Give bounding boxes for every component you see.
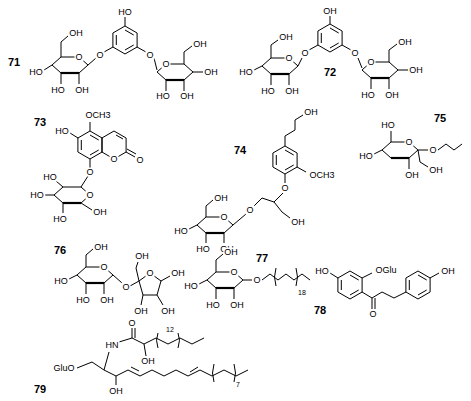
atom-label: O: [428, 146, 437, 155]
atom-label: HO: [75, 296, 91, 305]
repeat-count: 18: [297, 289, 307, 296]
atom-label: O: [109, 155, 118, 164]
atom-label: OCH3: [84, 111, 111, 120]
atom-label: OH: [203, 68, 219, 77]
atom-label: OH: [179, 92, 195, 101]
atom-label: OH: [108, 387, 124, 396]
compound-number: 78: [313, 305, 327, 316]
atom-label: OH: [428, 166, 444, 175]
compound-number: 75: [433, 113, 447, 124]
atom-label: HO: [358, 152, 374, 161]
atom-label: HO: [53, 277, 69, 286]
compound-number: 72: [323, 67, 337, 78]
compound-number: 76: [53, 245, 67, 256]
atom-label: HO: [173, 227, 189, 236]
atom-label: HO: [238, 68, 254, 77]
atom-label: O: [74, 53, 83, 62]
atom-label: HO: [42, 173, 58, 182]
atom-label: O: [252, 276, 261, 285]
atom-label: HO: [195, 245, 211, 254]
atom-label: HO: [183, 282, 199, 291]
atom-label: OH: [223, 248, 239, 257]
atom-label: HO: [205, 301, 221, 310]
atom-label: O: [85, 168, 94, 177]
atom-label: HO: [155, 92, 171, 101]
atom-label: HO: [50, 86, 66, 95]
atom-label: OH: [74, 86, 90, 95]
atom-label: OH: [404, 171, 420, 180]
atom-label: OH: [160, 307, 176, 316]
atom-label: HO: [360, 91, 376, 100]
atom-label: OH: [134, 252, 150, 261]
atom-label: OH: [397, 38, 413, 47]
atom-label: OH: [303, 108, 319, 117]
atom-label: HO: [54, 127, 70, 136]
atom-label: O: [245, 206, 254, 215]
atom-label: O: [404, 138, 413, 147]
compound-number: 73: [33, 117, 47, 128]
atom-label: HO: [314, 267, 330, 276]
atom-label: O: [121, 283, 130, 292]
atom-label: OH: [93, 243, 109, 252]
atom-label: HO: [28, 68, 44, 77]
compound-number: 77: [255, 253, 269, 264]
compound-number: 79: [33, 384, 47, 395]
atom-label: OH: [192, 40, 208, 49]
atom-label: OH: [384, 91, 400, 100]
atom-label: OH: [213, 194, 229, 203]
atom-label: OH: [99, 296, 115, 305]
atom-label: HO: [380, 121, 396, 130]
repeat-count: 12: [165, 326, 175, 333]
atom-label: O: [229, 268, 238, 277]
compound-number: 71: [7, 57, 21, 68]
atom-label: O: [161, 60, 170, 69]
atom-label: OCH3: [308, 171, 335, 180]
atom-label: OH: [170, 269, 186, 278]
compound-number: 74: [233, 145, 247, 156]
atom-label: HO: [29, 191, 45, 200]
atom-label: GluO: [52, 364, 75, 373]
atom-label: OH: [140, 357, 156, 366]
atom-label: OH: [229, 301, 245, 310]
atom-label: O: [85, 191, 94, 200]
atom-label: O: [219, 213, 228, 222]
atom-label: O: [280, 184, 289, 193]
atom-label: OH: [290, 218, 306, 227]
atom-label: O: [300, 49, 309, 58]
atom-label: OH: [278, 33, 294, 42]
atom-label: O: [145, 269, 154, 278]
atom-label: HO: [117, 8, 133, 17]
atom-label: HO: [52, 215, 68, 224]
atom-label: O: [368, 310, 377, 319]
repeat-count: 7: [235, 381, 241, 388]
atom-label: HN: [105, 341, 120, 350]
atom-label: OH: [408, 66, 424, 75]
atom-label: OGlu: [374, 266, 397, 275]
atom-label: O: [99, 263, 108, 272]
atom-label: O: [127, 319, 136, 328]
atom-label: OH: [133, 307, 149, 316]
atom-label: OH: [68, 29, 84, 38]
atom-label: OH: [284, 87, 300, 96]
atom-label: OH: [440, 267, 456, 276]
atom-label: O: [95, 51, 104, 60]
atom-label: OH: [92, 208, 108, 217]
atom-label: OH: [322, 7, 338, 16]
atom-label: O: [135, 156, 144, 165]
atom-label: O: [145, 51, 154, 60]
atom-label: O: [284, 54, 293, 63]
atom-label: HO: [260, 87, 276, 96]
atom-label: O: [366, 58, 375, 67]
atom-label: O: [350, 49, 359, 58]
